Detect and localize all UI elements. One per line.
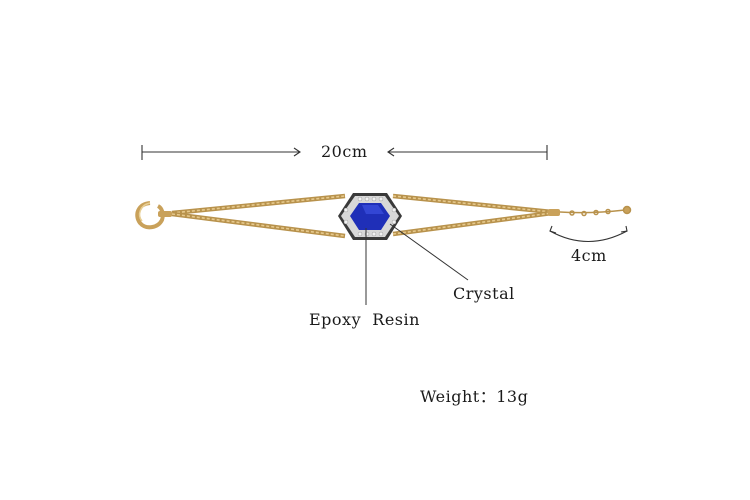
epoxy-resin-label: Epoxy Resin (309, 310, 420, 329)
extension-curved-arrow (549, 225, 628, 243)
extension-chain (559, 205, 632, 217)
leader-lines (365, 223, 469, 305)
lobster-clasp (135, 201, 172, 230)
chain-left (171, 193, 346, 239)
weight-label: Weight：13g (420, 387, 529, 406)
crystal-label: Crystal (453, 284, 515, 303)
extension-label: 4cm (571, 246, 607, 265)
length-dimension-line (141, 145, 548, 160)
length-label: 20cm (321, 142, 368, 161)
chain-right (392, 193, 560, 237)
hexagon-stone (338, 193, 402, 240)
